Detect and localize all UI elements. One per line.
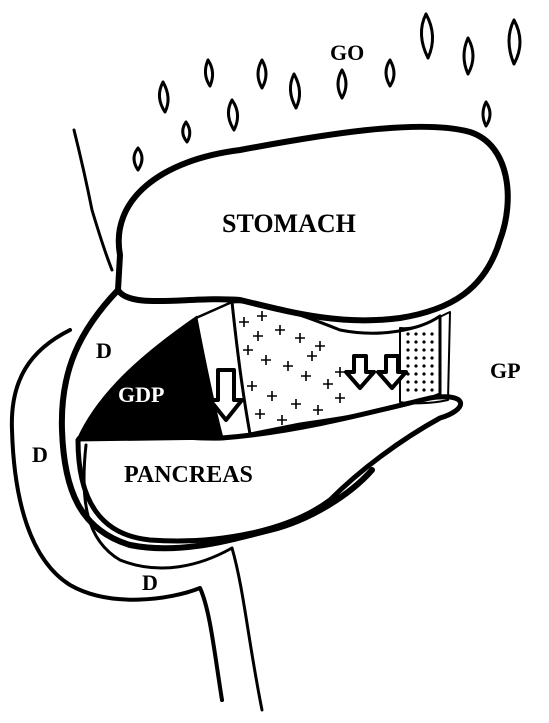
cross-mark [335, 393, 345, 403]
dot-mark [414, 332, 417, 335]
cross-mark [257, 311, 267, 321]
dot-mark [438, 356, 441, 359]
cross-mark [255, 409, 265, 419]
dot-mark [438, 332, 441, 335]
cross-mark [335, 367, 345, 377]
dot-mark [414, 348, 417, 351]
dot-mark [414, 380, 417, 383]
cross-mark [313, 405, 323, 415]
dot-mark [422, 388, 425, 391]
dot-mark [430, 380, 433, 383]
dot-mark [430, 372, 433, 375]
dot-mark [414, 340, 417, 343]
dot-mark [438, 380, 441, 383]
cross-mark [247, 381, 257, 391]
cross-mark [283, 361, 293, 371]
dot-mark [422, 372, 425, 375]
dot-mark [422, 356, 425, 359]
cross-mark [323, 379, 333, 389]
dot-mark [430, 364, 433, 367]
cross-mark [295, 333, 305, 343]
cross-mark [291, 399, 301, 409]
dot-mark [430, 356, 433, 359]
arrow-down-icon [378, 356, 406, 388]
cross-mark [301, 371, 311, 381]
cross-mark [253, 331, 263, 341]
dot-mark [422, 340, 425, 343]
dot-mark [422, 348, 425, 351]
dot-mark [430, 388, 433, 391]
cross-mark [243, 345, 253, 355]
dot-mark [406, 356, 409, 359]
cross-mark [315, 341, 325, 351]
label-gp: GP [490, 358, 521, 383]
dot-mark [438, 372, 441, 375]
dot-mark [430, 332, 433, 335]
cross-mark [261, 355, 271, 365]
dot-mark [414, 364, 417, 367]
label-pancreas: PANCREAS [124, 462, 253, 488]
cross-mark [239, 317, 249, 327]
label-d-upper: D [96, 338, 112, 363]
dot-mark [414, 356, 417, 359]
dot-mark [406, 332, 409, 335]
cross-mark [307, 351, 317, 361]
dot-mark [438, 340, 441, 343]
dot-mark [430, 348, 433, 351]
dot-mark [406, 380, 409, 383]
dot-mark [414, 388, 417, 391]
arrow-down-icon [346, 356, 374, 388]
dot-mark [406, 364, 409, 367]
label-d-left: D [32, 442, 48, 467]
dot-mark [406, 340, 409, 343]
cross-mark [267, 391, 277, 401]
dot-mark [406, 388, 409, 391]
dot-mark [422, 332, 425, 335]
cross-mark [277, 415, 287, 425]
label-go: GO [330, 40, 364, 65]
dotted-region [400, 312, 450, 403]
dot-mark [438, 364, 441, 367]
dot-mark [438, 348, 441, 351]
cross-mark [275, 325, 285, 335]
label-stomach: STOMACH [222, 209, 356, 238]
dot-mark [430, 340, 433, 343]
dot-mark [414, 372, 417, 375]
label-gdp: GDP [118, 382, 164, 407]
dot-mark [422, 364, 425, 367]
dot-mark [406, 348, 409, 351]
dot-mark [438, 388, 441, 391]
label-d-lower: D [142, 570, 158, 595]
dot-mark [422, 380, 425, 383]
